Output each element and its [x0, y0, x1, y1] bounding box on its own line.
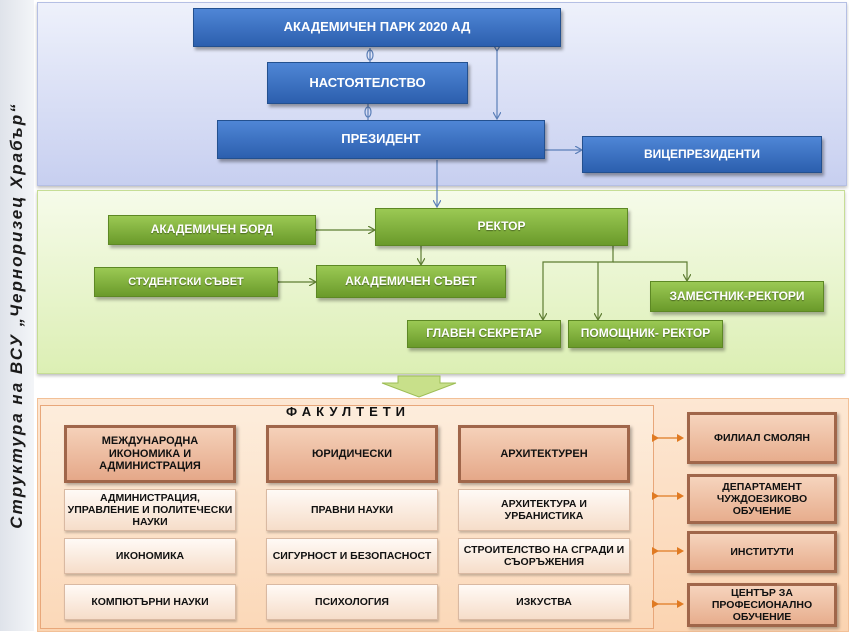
dept-construction: СТРОИТЕЛСТВО НА СГРАДИ И СЪОРЪЖЕНИЯ [458, 538, 630, 574]
node-president: ПРЕЗИДЕНТ [217, 120, 545, 159]
faculties-title: ФАКУЛТЕТИ [286, 404, 411, 419]
dept-computer-science: КОМПЮТЪРНИ НАУКИ [64, 584, 236, 620]
dept-arts: ИЗКУСТВА [458, 584, 630, 620]
unit-foreign-language-dept: ДЕПАРТАМЕНТ ЧУЖДОЕЗИКОВО ОБУЧЕНИЕ [687, 474, 837, 524]
node-park: АКАДЕМИЧЕН ПАРК 2020 АД [193, 8, 561, 47]
dept-legal-sciences: ПРАВНИ НАУКИ [266, 489, 438, 531]
node-assistant-rector: ПОМОЩНИК- РЕКТОР [568, 320, 723, 348]
unit-smolyan-branch: ФИЛИАЛ СМОЛЯН [687, 412, 837, 464]
faculty-architecture: АРХИТЕКТУРЕН [458, 425, 630, 483]
dept-architecture-urbanism: АРХИТЕКТУРА И УРБАНИСТИКА [458, 489, 630, 531]
dept-economics: ИКОНОМИКА [64, 538, 236, 574]
unit-institutes: ИНСТИТУТИ [687, 531, 837, 573]
dept-security: СИГУРНОСТ И БЕЗОПАСНОСТ [266, 538, 438, 574]
node-student-council: СТУДЕНТСКИ СЪВЕТ [94, 267, 278, 297]
node-board: НАСТОЯТЕЛСТВО [267, 62, 468, 104]
dept-administration: АДМИНИСТРАЦИЯ, УПРАВЛЕНИЕ И ПОЛИТЕЧЕСКИ … [64, 489, 236, 531]
node-academic-board: АКАДЕМИЧЕН БОРД [108, 215, 316, 245]
faculty-international-economics: МЕЖДУНАРОДНА ИКОНОМИКА И АДМИНИСТРАЦИЯ [64, 425, 236, 483]
dept-psychology: ПСИХОЛОГИЯ [266, 584, 438, 620]
faculty-law: ЮРИДИЧЕСКИ [266, 425, 438, 483]
node-rector: РЕКТОР [375, 208, 628, 246]
node-chief-secretary: ГЛАВЕН СЕКРЕТАР [407, 320, 561, 348]
node-vice-rectors: ЗАМЕСТНИК-РЕКТОРИ [650, 281, 824, 312]
unit-vocational-center: ЦЕНТЪР ЗА ПРОФЕСИОНАЛНО ОБУЧЕНИЕ [687, 583, 837, 627]
sidebar-title-strip: Структура на ВСУ „Черноризец Храбър“ [0, 0, 34, 631]
node-academic-council: АКАДЕМИЧЕН СЪВЕТ [316, 265, 506, 298]
node-vicepresidents: ВИЦЕПРЕЗИДЕНТИ [582, 136, 822, 173]
